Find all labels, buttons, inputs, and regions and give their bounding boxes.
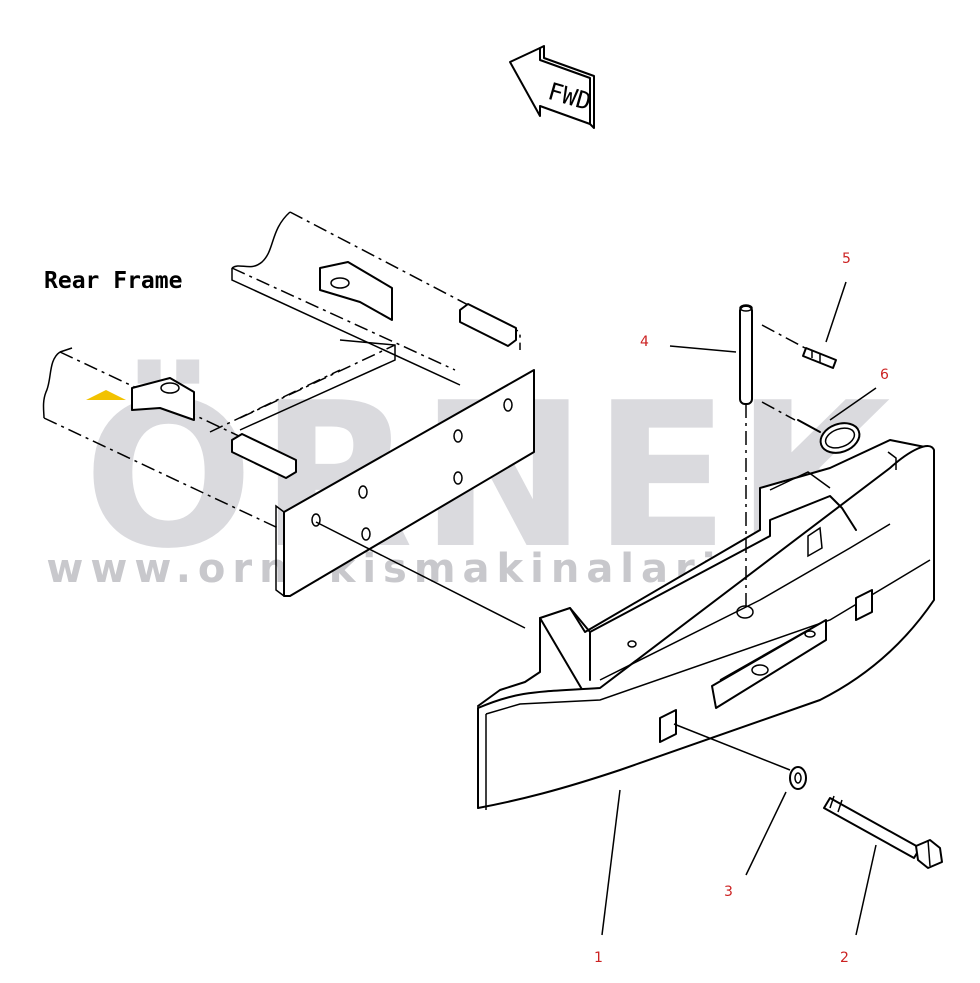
callout-3: 3 — [724, 884, 733, 900]
callout-6: 6 — [880, 367, 889, 383]
callout-4: 4 — [640, 334, 649, 350]
callout-leaders — [601, 281, 877, 936]
frame-label: Rear Frame — [44, 268, 182, 294]
forward-arrow-icon: FWD — [509, 45, 595, 129]
ring-pin — [797, 419, 861, 454]
pin — [739, 304, 806, 612]
washer — [789, 766, 807, 790]
counterweight — [477, 439, 935, 810]
bolt — [823, 795, 943, 869]
watermark-accent — [86, 390, 126, 400]
callout-5: 5 — [842, 251, 851, 267]
small-pin — [802, 347, 837, 369]
callout-labels: 1 2 3 4 5 6 — [594, 251, 889, 966]
rear-frame — [42, 211, 535, 597]
callout-2: 2 — [840, 950, 849, 966]
callout-1: 1 — [594, 950, 603, 966]
